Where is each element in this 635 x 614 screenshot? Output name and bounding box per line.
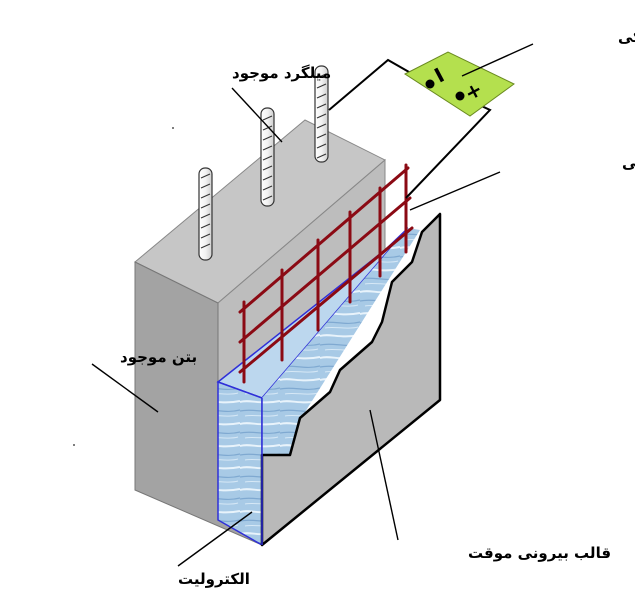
leader-power-supply [461, 43, 534, 77]
power-supply-box [404, 51, 515, 117]
mesh-bar-h3 [238, 226, 414, 374]
wire-negative [328, 58, 431, 111]
label-temporary-form: قالب بیرونی موقت [468, 544, 611, 562]
existing-concrete-block [134, 119, 386, 546]
rebar-middle [260, 107, 275, 207]
rebar-left [198, 167, 213, 261]
electrolyte-strip [262, 228, 420, 455]
leader-rebar [231, 87, 283, 143]
wire-positive [405, 95, 492, 199]
leader-lines [91, 43, 534, 567]
leader-anode-mesh [409, 171, 501, 211]
label-existing-concrete: بتن موجود [120, 348, 197, 366]
leader-concrete [91, 363, 159, 413]
stray-dot-1 [172, 127, 174, 129]
existing-rebars [198, 65, 329, 261]
label-electrolyte: الکترولیت [178, 570, 250, 588]
label-anode-mesh: شبکه آند بیرونی [622, 154, 635, 172]
rebar-right [314, 65, 329, 163]
mesh-bar-h2 [238, 196, 412, 344]
positive-terminal [455, 91, 465, 101]
leader-electrolyte [177, 511, 253, 567]
stray-dot-2 [73, 444, 75, 446]
temporary-form [260, 212, 442, 547]
negative-terminal [425, 79, 435, 89]
power-supply: I + [404, 51, 515, 117]
label-power-supply: منبع تغذیه الکتریکی [618, 28, 635, 46]
label-existing-rebar: میلگرد موجود [232, 64, 331, 82]
leader-form [369, 409, 399, 541]
anode-mesh [238, 163, 414, 384]
